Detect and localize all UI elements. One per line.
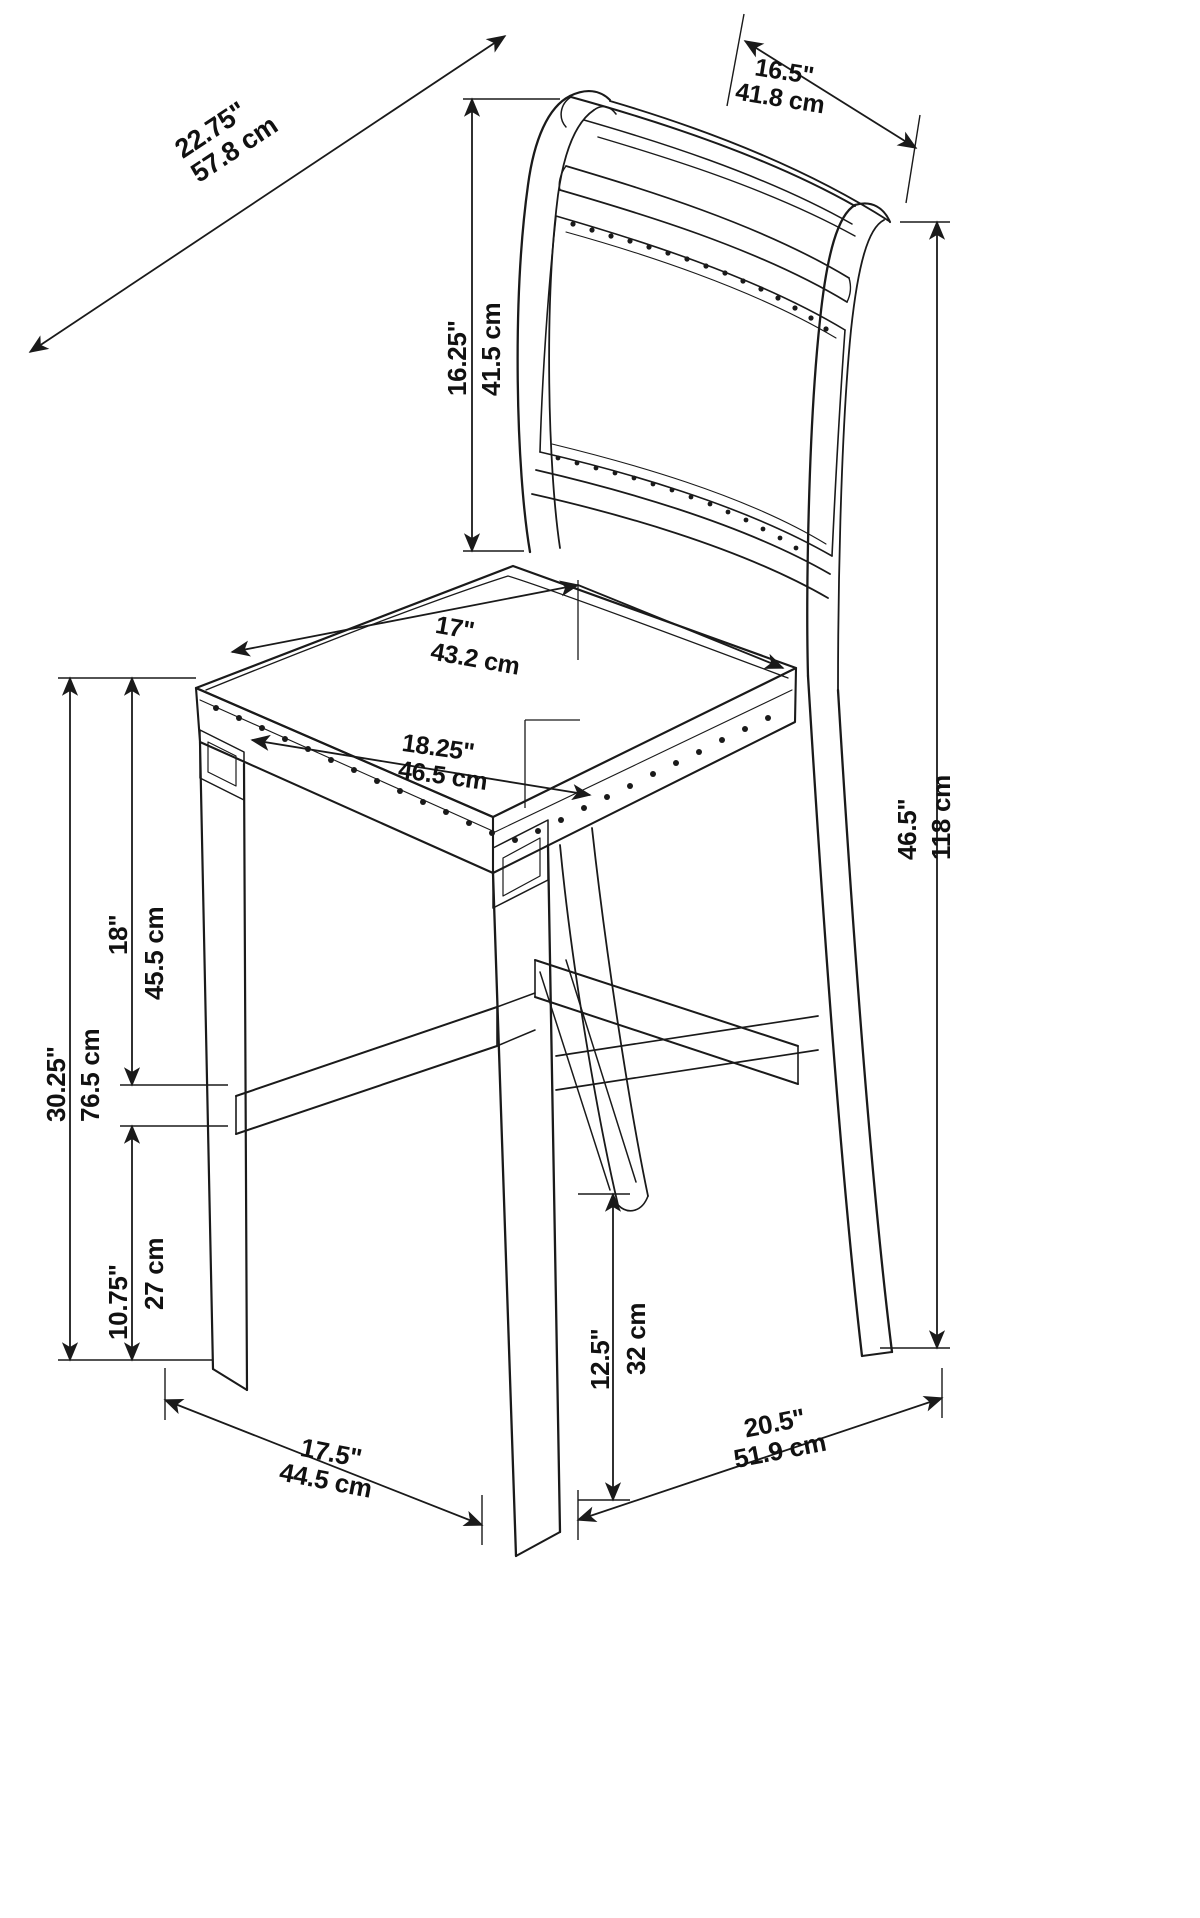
dim-label-back-height-cm: 41.5 cm [476, 302, 506, 396]
dim-label-overall-height: 46.5" [892, 798, 922, 860]
dim-inches: 18" [103, 914, 133, 955]
dim-label-seat-frame-height: 18" [103, 914, 133, 955]
dim-label-rear-stretcher-height-cm: 32 cm [621, 1302, 651, 1375]
nailhead-trim-back-lower [555, 455, 799, 551]
dim-cm: 32 cm [621, 1302, 651, 1375]
dim-label-lower-stretcher-height-cm: 27 cm [139, 1237, 169, 1310]
dim-label-seat-top-height-cm: 76.5 cm [75, 1028, 105, 1122]
dim-cm: 45.5 cm [139, 906, 169, 1000]
dim-line-side-leg-span [576, 1395, 944, 1523]
dim-line-overall-depth [28, 35, 507, 353]
dim-inches: 30.25" [41, 1046, 71, 1122]
dim-line-front-leg-span [163, 1399, 484, 1526]
dim-inches: 16.25" [442, 320, 472, 396]
dim-inches: 46.5" [892, 798, 922, 860]
dimension-lines [28, 13, 950, 1545]
chair-outline-group [194, 90, 894, 1558]
dim-label-rear-stretcher-height: 12.5" [585, 1328, 615, 1390]
dim-label-lower-stretcher-height: 10.75" [103, 1264, 133, 1340]
dim-label-back-height: 16.25" [442, 320, 472, 396]
dim-label-seat-top-height: 30.25" [41, 1046, 71, 1122]
dim-cm: 76.5 cm [75, 1028, 105, 1122]
dim-cm: 41.5 cm [476, 302, 506, 396]
dim-inches: 12.5" [585, 1328, 615, 1390]
dim-label-overall-height-cm: 118 cm [926, 775, 956, 860]
dim-cm: 27 cm [139, 1237, 169, 1310]
dim-label-seat-frame-height-cm: 45.5 cm [139, 906, 169, 1000]
dim-line-back-width [743, 40, 918, 149]
nailhead-trim-back [570, 221, 829, 332]
dim-inches: 10.75" [103, 1264, 133, 1340]
dim-cm: 118 cm [926, 775, 956, 860]
dim-line-seat-depth [230, 580, 580, 657]
dim-line-seat-width [250, 734, 592, 801]
